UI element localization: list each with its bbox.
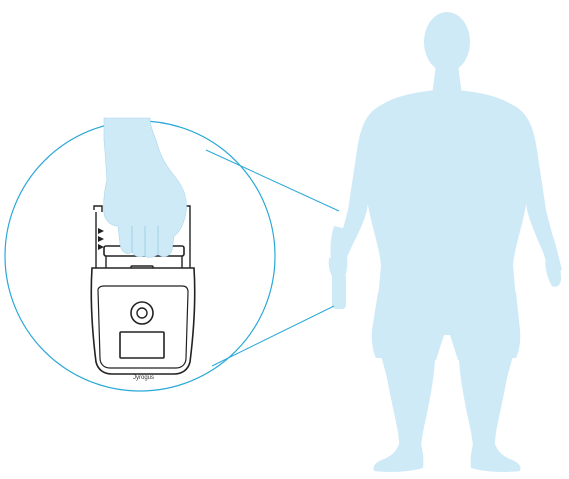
person-silhouette-icon [328,12,562,472]
device-brand-label: Jyrogus [133,375,154,381]
zoom-connector-lines [205,149,340,367]
dynamometer-device-icon: Jyrogus [90,205,196,381]
hand-grip-icon [103,117,187,258]
